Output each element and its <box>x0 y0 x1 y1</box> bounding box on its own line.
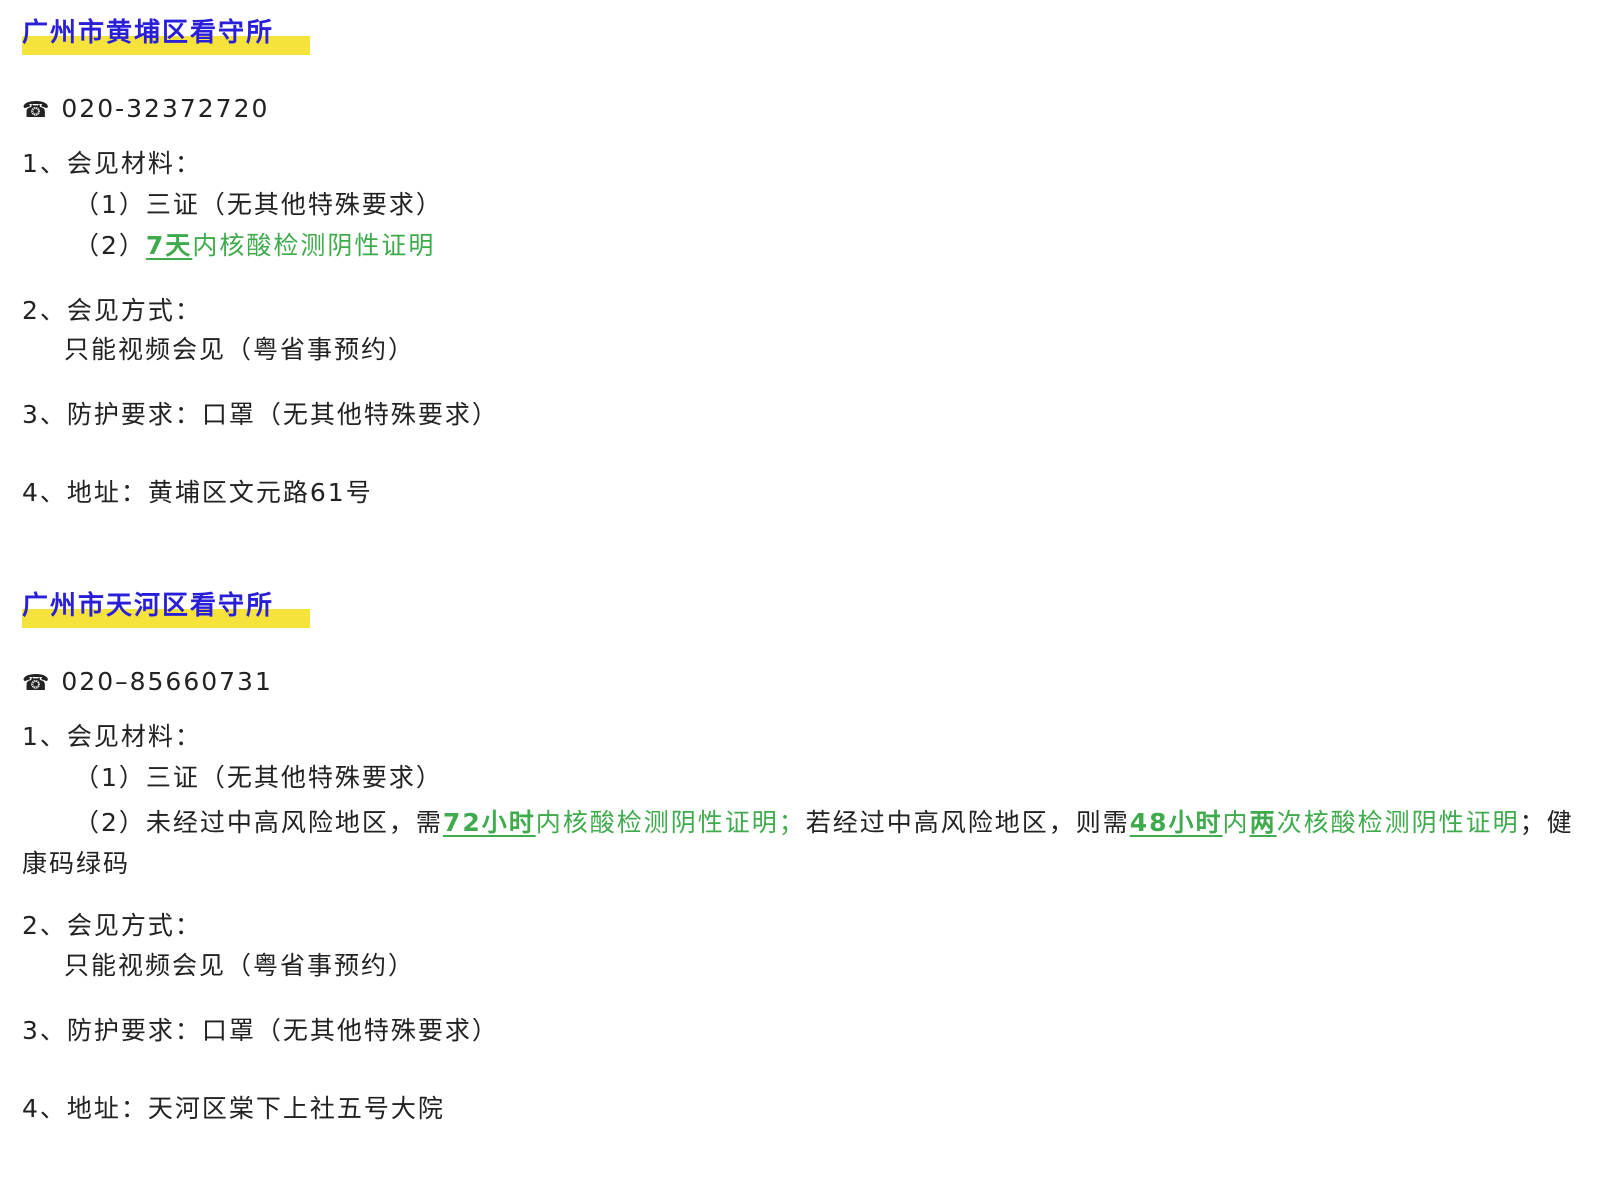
address: 4、地址：天河区棠下上社五号大院 <box>22 1094 445 1123</box>
materials-heading: 1、会见材料： <box>22 722 202 751</box>
materials-item-1: （1）三证（无其他特殊要求） <box>74 190 443 219</box>
mode-heading: 2、会见方式： <box>22 911 202 940</box>
materials-item-2-emphasis-twice: 两 <box>1249 808 1277 837</box>
section-title: 广州市天河区看守所 <box>22 585 310 629</box>
mode-heading: 2、会见方式： <box>22 296 202 325</box>
title-highlight-bar <box>22 609 310 628</box>
address: 4、地址：黄埔区文元路61号 <box>22 478 373 507</box>
materials-item-2: （2）7天内核酸检测阴性证明 <box>74 229 435 263</box>
protection-requirement: 3、防护要求：口罩（无其他特殊要求） <box>22 400 499 429</box>
phone-line: ☎ 020-32372720 <box>22 92 269 128</box>
phone-icon: ☎ <box>22 98 52 123</box>
materials-item-2-emphasis-72h: 72小时 <box>442 808 536 837</box>
phone-number: 020-32372720 <box>61 94 270 123</box>
title-highlight-bar <box>22 36 310 55</box>
protection-requirement: 3、防护要求：口罩（无其他特殊要求） <box>22 1016 499 1045</box>
materials-heading: 1、会见材料： <box>22 149 202 178</box>
materials-item-2-green-2: 内 <box>1222 808 1250 837</box>
section-title-text: 广州市黄埔区看守所 <box>22 18 275 48</box>
materials-item-2-green-1: 内核酸检测阴性证明； <box>535 808 806 837</box>
section-title-text: 广州市天河区看守所 <box>22 591 275 621</box>
materials-item-1: （1）三证（无其他特殊要求） <box>74 763 443 792</box>
materials-item-2-green-3: 次核酸检测阴性证明 <box>1276 808 1520 837</box>
section-title: 广州市黄埔区看守所 <box>22 12 310 56</box>
materials-item-2-part-1: （2）未经过中高风险地区，需 <box>74 808 443 837</box>
phone-line: ☎ 020–85660731 <box>22 665 273 701</box>
materials-item-2-prefix: （2） <box>74 231 146 260</box>
phone-number: 020–85660731 <box>61 667 273 696</box>
phone-icon: ☎ <box>22 671 52 696</box>
materials-item-2-emphasis: 7天 <box>145 231 193 260</box>
mode-text: 只能视频会见（粤省事预约） <box>64 335 416 364</box>
materials-item-2-part-3: ；健康码绿码 <box>22 808 1574 878</box>
mode-text: 只能视频会见（粤省事预约） <box>64 951 416 980</box>
materials-item-2-part-2: 若经过中高风险地区，则需 <box>805 808 1130 837</box>
materials-item-2-emphasis-48h: 48小时 <box>1129 808 1223 837</box>
materials-item-2: （2）未经过中高风险地区，需72小时内核酸检测阴性证明；若经过中高风险地区，则需… <box>22 802 1578 884</box>
materials-item-2-green: 内核酸检测阴性证明 <box>192 231 436 260</box>
